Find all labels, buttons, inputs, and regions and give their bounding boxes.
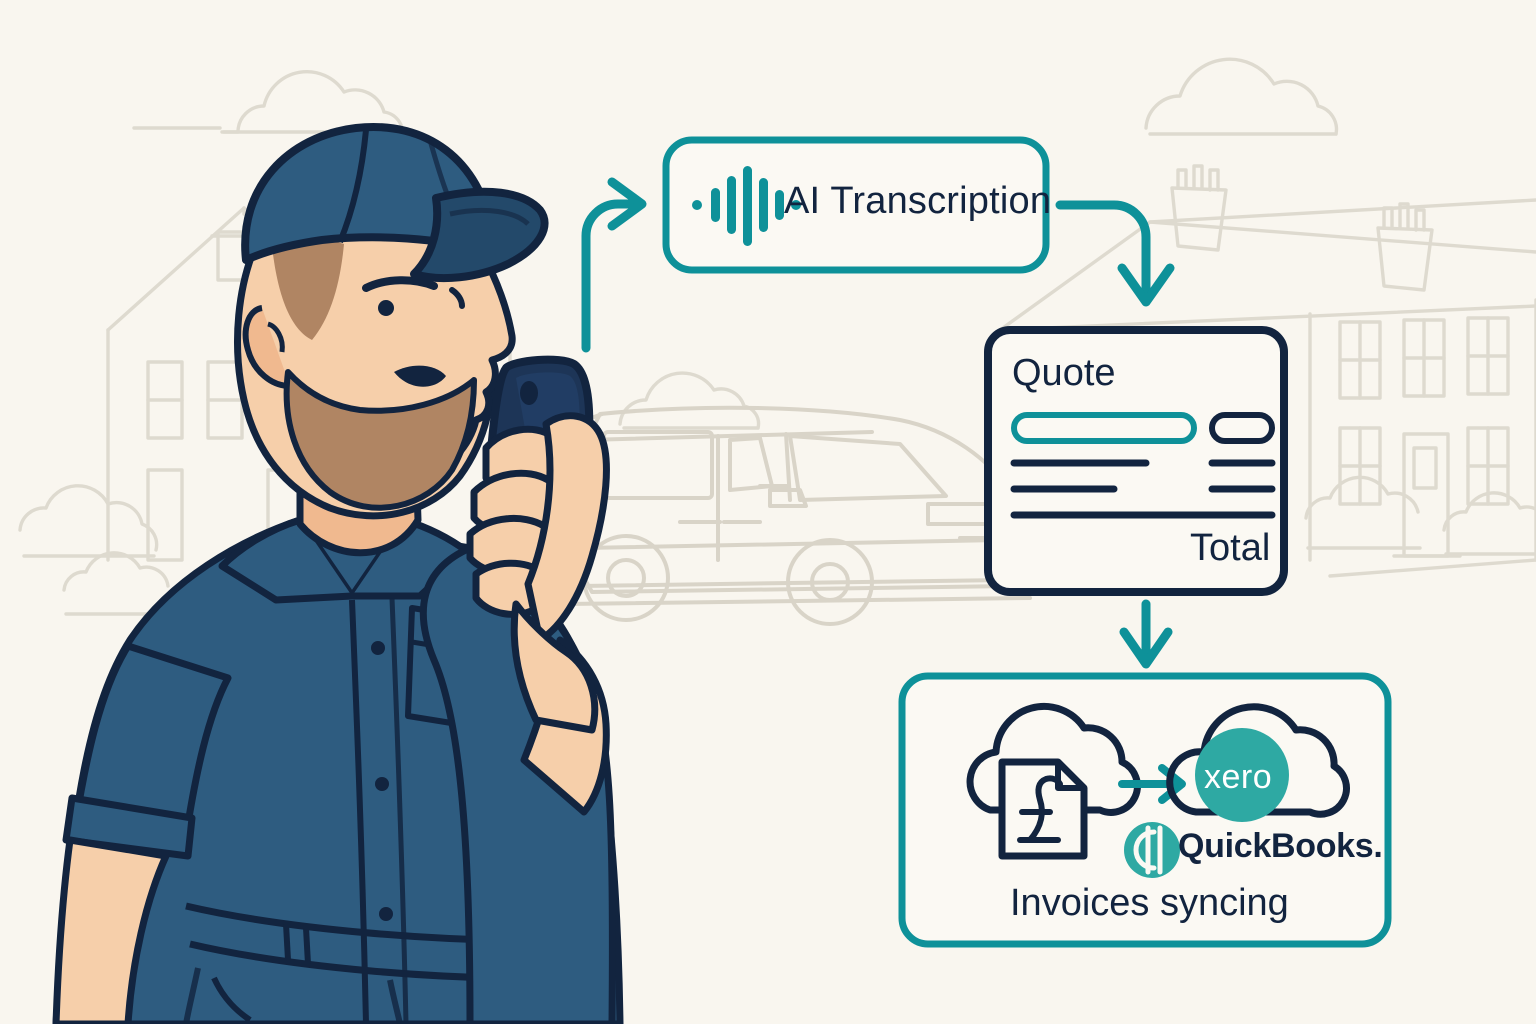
ai-transcription-card [662,136,1050,274]
invoices-sync-card [898,672,1392,948]
head [234,123,549,520]
quote-total-label: Total [1190,527,1271,569]
cloud-invoice-icon [966,702,1141,816]
quickbooks-label: QuickBooks. [1178,827,1383,865]
button [371,641,385,655]
invoices-syncing-caption: Invoices syncing [1010,882,1289,924]
invoice-document-icon [998,758,1088,860]
button [379,907,393,921]
quote-placeholder-lines [1010,459,1276,493]
xero-logo [1195,728,1289,822]
quickbooks-icon [1124,822,1180,878]
eye [378,300,394,316]
ai-transcription-label: AI Transcription [784,180,1052,222]
connector-transcription-to-quote [1055,200,1175,307]
camera-lens [520,381,538,405]
cloud-icon [1144,57,1339,136]
hand [466,412,610,734]
xero-label: xero [1204,758,1273,796]
audio-waveform-icon [692,166,801,246]
connector-phone-to-transcription [581,177,647,353]
terraced-houses-outline [998,164,1536,578]
quote-card [984,326,1288,596]
quote-amount-field [1209,412,1275,444]
cloud-xero-icon [1166,703,1350,818]
quote-highlight-field [1011,412,1197,444]
button [375,777,389,791]
bush-outline [1304,475,1536,556]
quote-title: Quote [1012,352,1116,394]
connector-quote-to-sync [1119,599,1173,669]
cap [241,123,549,283]
